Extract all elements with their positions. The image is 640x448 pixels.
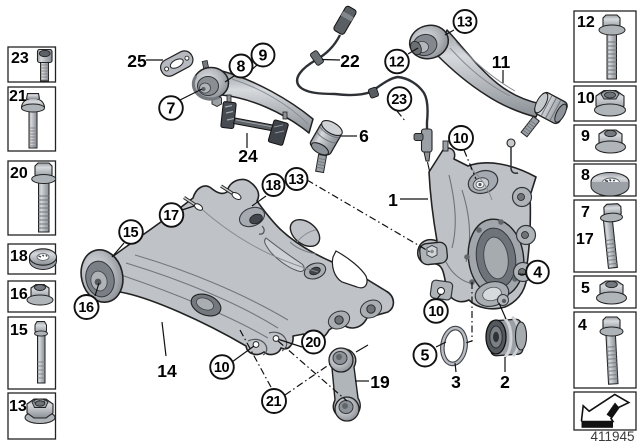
svg-text:15: 15 [10, 322, 28, 339]
svg-text:5: 5 [421, 348, 430, 365]
svg-text:12: 12 [577, 14, 595, 31]
svg-text:6: 6 [359, 126, 369, 146]
svg-text:20: 20 [10, 165, 28, 182]
svg-text:20: 20 [305, 335, 321, 351]
svg-text:2: 2 [500, 372, 510, 392]
svg-text:8: 8 [581, 167, 590, 184]
svg-text:13: 13 [457, 15, 473, 31]
svg-text:16: 16 [10, 286, 28, 303]
svg-text:18: 18 [10, 248, 28, 265]
svg-text:24: 24 [238, 146, 258, 166]
svg-text:4: 4 [533, 265, 542, 282]
svg-text:16: 16 [78, 300, 94, 316]
svg-text:23: 23 [11, 50, 29, 67]
svg-text:9: 9 [259, 48, 268, 65]
svg-text:5: 5 [581, 280, 590, 297]
svg-text:25: 25 [127, 51, 147, 71]
svg-text:14: 14 [157, 361, 177, 381]
svg-text:23: 23 [391, 92, 407, 108]
svg-text:10: 10 [214, 360, 230, 376]
svg-text:3: 3 [451, 372, 461, 392]
svg-text:10: 10 [428, 304, 444, 320]
svg-text:4: 4 [578, 317, 587, 334]
svg-text:13: 13 [288, 172, 304, 188]
svg-text:8: 8 [237, 59, 246, 76]
svg-text:12: 12 [389, 55, 405, 71]
svg-text:7: 7 [581, 204, 590, 221]
svg-text:22: 22 [340, 51, 360, 71]
svg-text:18: 18 [265, 178, 281, 194]
svg-text:1: 1 [388, 190, 398, 210]
svg-text:13: 13 [9, 398, 27, 415]
svg-text:7: 7 [167, 101, 176, 118]
svg-text:9: 9 [581, 128, 590, 145]
svg-text:19: 19 [370, 372, 390, 392]
svg-text:10: 10 [577, 90, 595, 107]
svg-text:411945: 411945 [591, 429, 635, 444]
svg-text:17: 17 [576, 231, 594, 248]
svg-text:11: 11 [492, 52, 511, 72]
svg-text:21: 21 [266, 394, 282, 410]
svg-text:15: 15 [123, 225, 139, 241]
svg-text:10: 10 [453, 131, 469, 147]
svg-text:17: 17 [163, 208, 179, 224]
svg-text:21: 21 [9, 88, 27, 105]
